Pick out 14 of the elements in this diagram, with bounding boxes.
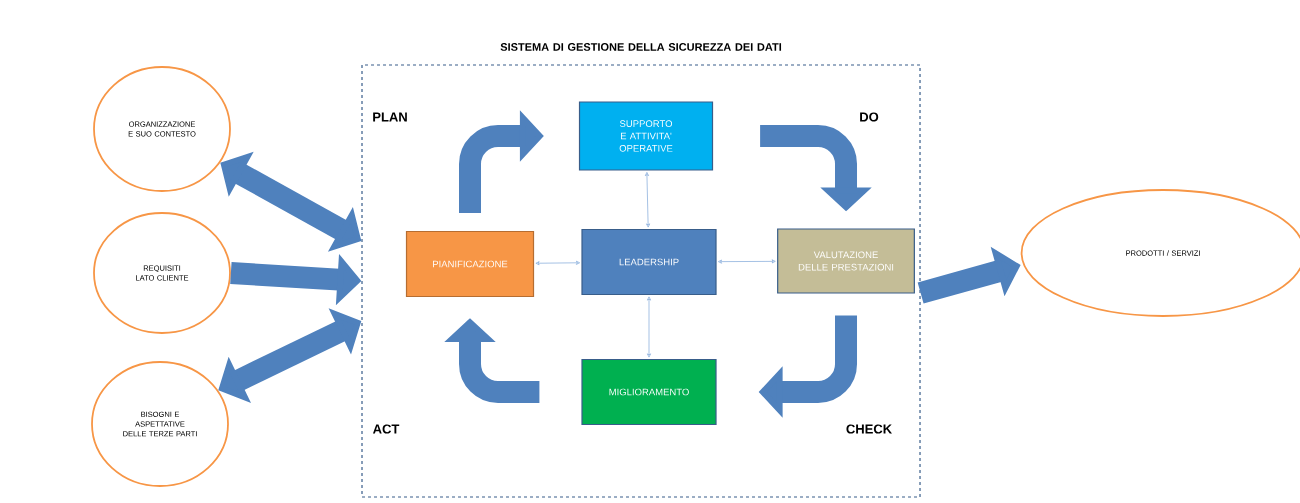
phase-label: CHECK [846,424,892,434]
node-label: SISTEMA DI GESTIONE DELLA SICUREZZA DEI DATI [500,43,782,51]
process-box: PIANIFICAZIONE [405,230,535,298]
arrow [647,296,651,358]
process-box: LEADERSHIP [581,228,717,296]
process-box: MIGLIORAMENTO [581,358,717,426]
phase-label: DO [860,112,879,122]
process-box: VALUTAZIONE DELLE PRESTAZIONI [777,228,915,294]
phase-label: ACT [373,424,400,434]
phase-label: PLAN [373,112,407,122]
arrow [718,259,776,264]
process-box: SUPPORTO E ATTIVITA' OPERATIVE [578,101,714,171]
arrow [535,260,580,266]
arrow [644,172,651,228]
